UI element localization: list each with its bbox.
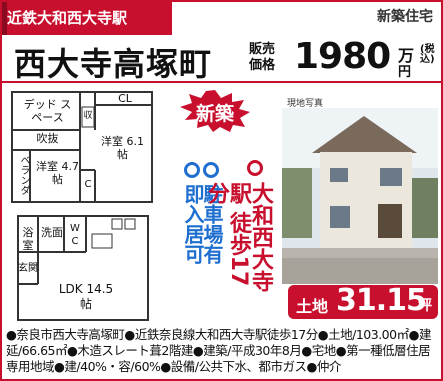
room-closet-cl: CL — [118, 92, 132, 105]
floorplan-1f: 浴室 洗面 W C 玄関 LDK 14.5帖 — [16, 214, 150, 324]
property-details: ●奈良市西大寺高塚町●近鉄奈良線大和西大寺駅徒歩17分●土地/103.00㎡●建… — [6, 327, 431, 374]
land-area-badge: 土地 31.15 坪 — [288, 283, 438, 319]
room-storage: 収 — [83, 111, 93, 121]
house-photo — [282, 108, 438, 284]
room-western-4-7: 洋室 4.7帖 — [36, 160, 79, 186]
room-entrance: 玄関 — [18, 263, 38, 274]
room-wc: W C — [70, 223, 80, 247]
feature-parking-text: 駐車場有 — [200, 184, 224, 264]
room-atrium: 吹抜 — [36, 132, 59, 145]
price-unit-man: 万 — [398, 46, 415, 65]
land-unit: 坪 — [418, 298, 432, 314]
circle-bullet-icon — [247, 160, 263, 176]
new-badge-text: 新築 — [195, 103, 234, 125]
room-washroom: 洗面 — [41, 226, 63, 239]
circle-bullet-icon — [203, 162, 219, 178]
room-western-6-1: 洋室 6.1帖 — [101, 135, 144, 161]
photo-caption: 現地写真 — [287, 99, 324, 109]
station-badge: 近鉄大和西大寺駅 — [2, 2, 172, 35]
room-closet-c: C — [84, 179, 92, 190]
new-build-badge: 新築 — [180, 90, 250, 132]
room-dead-space: デッド スペース — [23, 98, 72, 124]
room-bath: 浴室 — [22, 226, 34, 252]
price-label: 販売価格 — [249, 42, 276, 73]
circle-bullet-icon — [184, 162, 200, 178]
land-value: 31.15 — [336, 283, 427, 318]
land-label: 土地 — [296, 297, 329, 316]
price-value: 1980 — [294, 36, 391, 77]
feature-immediate-text: 即入居可 — [181, 184, 205, 264]
floorplan-2f: デッド スペース CL 吹抜 収 洋室 6.1帖 洋室 4.7帖 ベランダ C — [10, 90, 160, 205]
feature-station-walk-text: 大和西大寺駅 徒歩17分 — [204, 182, 273, 292]
feature-parking: 駐車場有 — [200, 162, 224, 284]
room-ldk: LDK 14.5帖 — [58, 282, 114, 311]
price-tax-note: (税込) — [420, 44, 435, 65]
new-burst-icon — [180, 90, 250, 132]
feature-station-walk: 大和西大寺駅 徒歩17分 — [204, 160, 273, 294]
feature-immediate: 即入居可 — [181, 162, 205, 274]
floorplan-1f-lines — [17, 215, 149, 321]
house-photo-illustration — [282, 108, 438, 284]
property-type-label: 新築住宅 — [377, 9, 433, 25]
price-unit-yen: 円 — [398, 65, 412, 80]
listing-title: 西大寺高塚町 — [14, 45, 213, 83]
floorplan-2f-lines — [11, 91, 153, 203]
title-row: 西大寺高塚町 販売価格 1980 万 (税込) 円 — [2, 35, 441, 83]
room-veranda: ベランダ — [18, 154, 29, 195]
